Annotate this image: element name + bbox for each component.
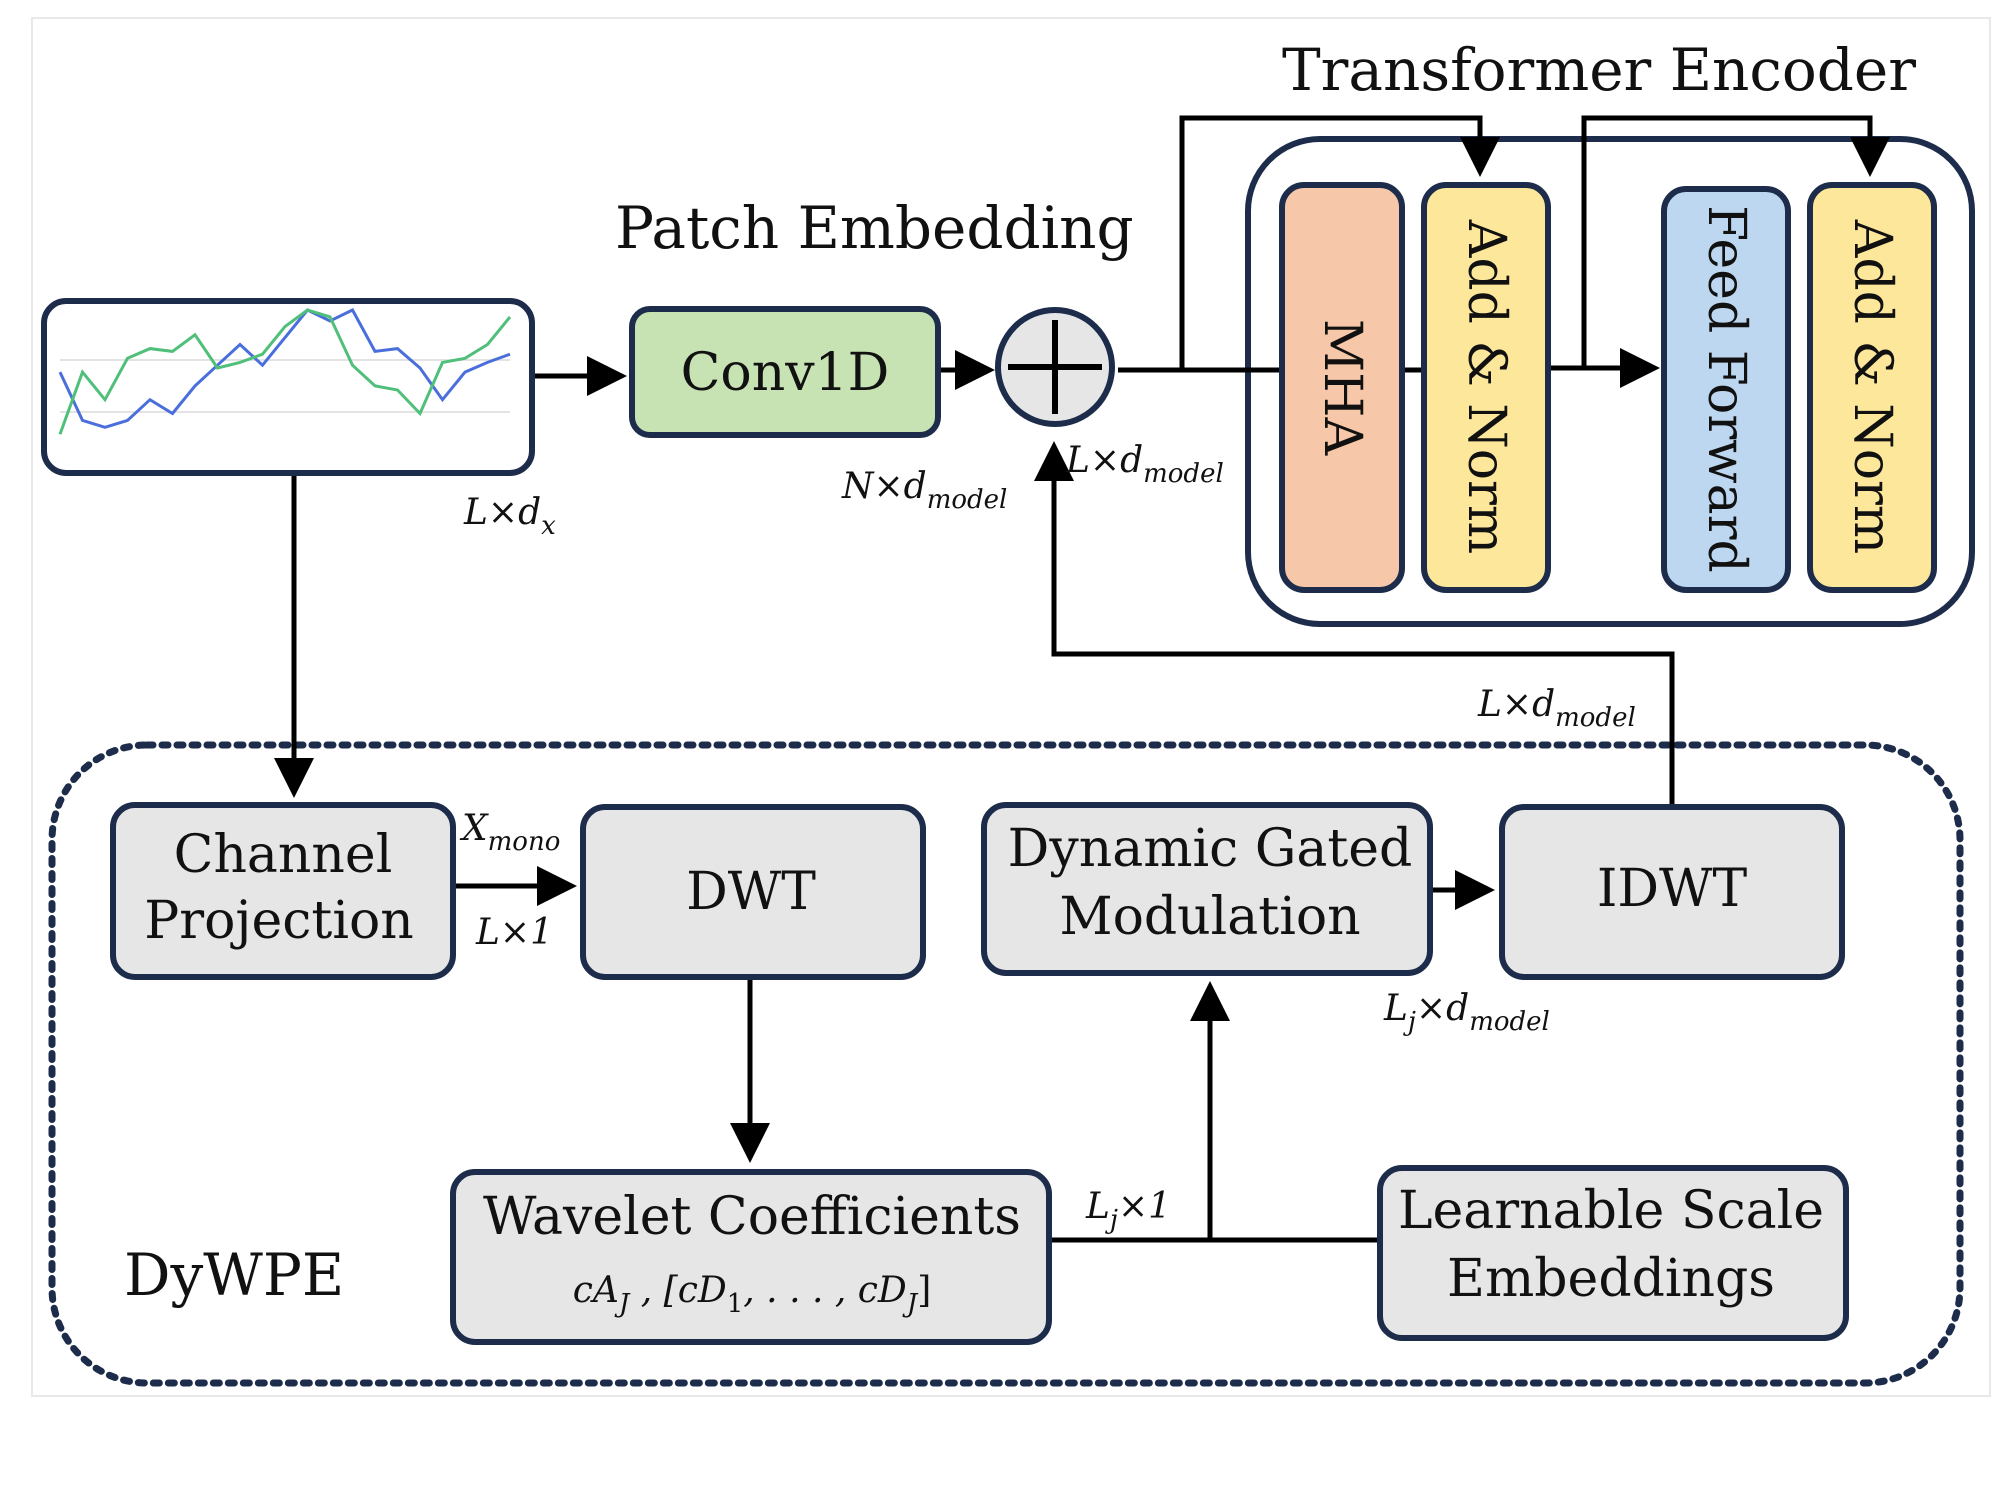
dynamic-gated-modulation-box [981,802,1433,976]
sum-node [995,307,1115,427]
add-norm-block-1: Add & Norm [1421,182,1551,593]
feed-forward-block: Feed Forward [1661,186,1791,593]
idwt-out-sub: model [1555,703,1636,733]
edge-idwt-to-sum [1034,441,1675,806]
lj-1-l: L [1085,1186,1110,1227]
x-mono-sub: mono [488,827,561,857]
dynamic-gated-label-line1: Dynamic Gated [1008,819,1413,879]
mha-box [1279,182,1405,593]
dynamic-gated-label-line2: Modulation [1059,887,1360,947]
input-time-series [41,298,535,476]
conv1d-box [629,306,941,438]
lj-1-label: Lj×1 [1085,1186,1171,1235]
plot-series-green [58,308,512,435]
plot-series-blue [58,308,511,429]
x-mono-label: Xmono [459,808,560,857]
idwt-block: IDWT [1499,804,1845,980]
input-dim-sub: x [541,511,556,541]
formula-ca-sub: J [614,1289,631,1319]
add-norm-box-2 [1807,182,1937,593]
mono-dim-label: L×1 [475,912,553,953]
channel-projection-label-line1: Channel [174,825,393,885]
formula-cd-j: , . . . , cD [743,1270,907,1311]
channel-projection-label-line2: Projection [144,891,414,951]
dynamic-gated-modulation-block: Dynamic Gated Modulation [981,802,1433,976]
edges [274,115,1890,1243]
formula-cd-sub-j: J [902,1289,919,1319]
wavelet-coefficients-formula: cAJ , [cD1, . . . , cDJ] [573,1270,932,1319]
learnable-scale-label-line2: Embeddings [1447,1249,1775,1309]
add-norm-block-2: Add & Norm [1807,182,1937,593]
lj-dmodel-l: L [1383,988,1408,1029]
idwt-box [1499,804,1845,980]
dwt-box [580,804,926,980]
conv1d-block: Conv1D [629,306,941,438]
learnable-scale-embeddings-block: Learnable Scale Embeddings [1377,1165,1849,1341]
add-norm-box-1 [1421,182,1551,593]
conv-out-label: N×dmodel [841,466,1007,515]
formula-end: ] [917,1270,931,1311]
feed-forward-box [1661,186,1791,593]
transformer-encoder-title: Transformer Encoder [1282,36,1916,104]
sum-in-sub: model [1143,459,1224,489]
edge-residual-2 [1581,115,1890,368]
feed-forward-label: Feed Forward [1696,205,1756,573]
learnable-scale-embeddings-box [1377,1165,1849,1341]
input-box [41,298,535,476]
wavelet-coefficients-box [450,1169,1052,1345]
conv1d-label: Conv1D [681,343,890,403]
channel-projection-box [110,802,456,980]
lj-1-mid: ×1 [1118,1186,1171,1227]
learnable-scale-label-line1: Learnable Scale [1398,1181,1824,1241]
edge-residual-1 [1179,115,1500,370]
add-norm-label-1: Add & Norm [1456,219,1516,554]
conv-out-main: N×d [841,466,927,507]
mha-label: MHA [1312,319,1372,457]
wavelet-coefficients-label: Wavelet Coefficients [483,1187,1021,1247]
idwt-out-main: L×d [1477,684,1555,725]
lj-dmodel-label: Lj×dmodel [1383,988,1550,1037]
dwt-block: DWT [580,804,926,980]
figure-frame [31,17,1991,1397]
formula-cd-sub-1: 1 [727,1289,744,1319]
wavelet-coefficients-block: Wavelet Coefficients cAJ , [cD1, . . . ,… [450,1169,1052,1345]
input-dim-main: L×d [463,492,541,533]
input-dim-label: L×dx [463,492,556,541]
dwt-label: DWT [686,862,816,922]
formula-ca: cA [573,1270,619,1311]
idwt-label: IDWT [1597,859,1748,919]
channel-projection-block: Channel Projection [110,802,456,980]
formula-cd: , [cD [629,1270,727,1311]
idwt-out-label: L×dmodel [1477,684,1636,733]
mha-block: MHA [1279,182,1405,593]
add-norm-label-2: Add & Norm [1842,219,1902,554]
x-mono-main: X [459,808,489,849]
patch-embedding-title: Patch Embedding [615,194,1134,262]
dywpe-container [48,741,1964,1387]
sum-in-label: L×dmodel [1065,440,1224,489]
lj-dmodel-mid: ×d [1416,988,1469,1029]
dywpe-title: DyWPE [124,1241,344,1309]
conv-out-sub: model [927,485,1008,515]
lj-dmodel-sub: model [1469,1007,1550,1037]
sum-in-main: L×d [1065,440,1143,481]
